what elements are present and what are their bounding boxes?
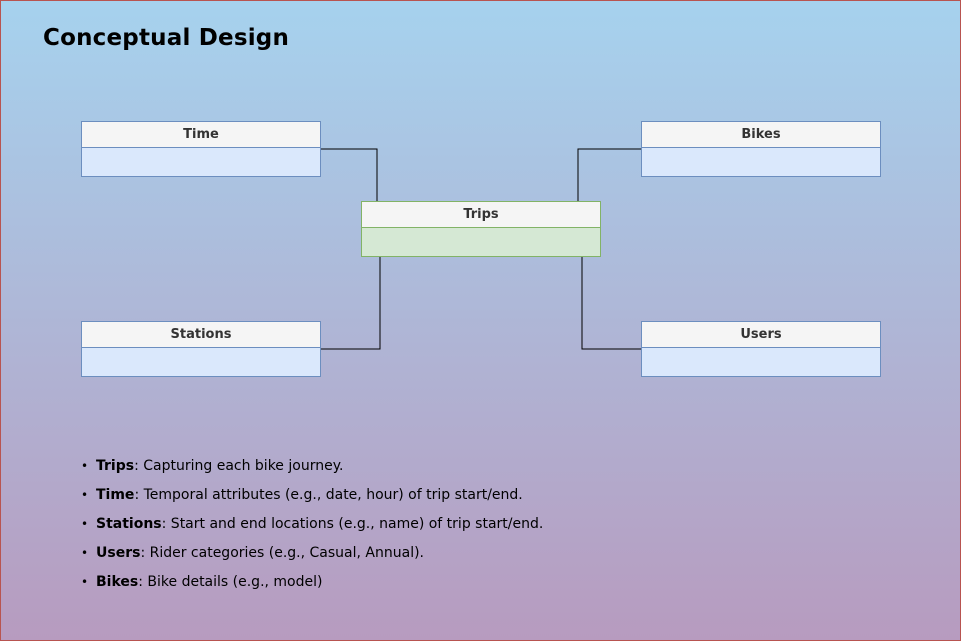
entity-trips[interactable]: Trips: [361, 201, 601, 257]
notes-list: • Trips: Capturing each bike journey. • Ti…: [81, 453, 543, 598]
entity-bikes[interactable]: Bikes: [641, 121, 881, 177]
list-item: • Time: Temporal attributes (e.g., date, …: [81, 482, 543, 511]
note-desc: : Bike details (e.g., model): [138, 574, 323, 590]
entity-time[interactable]: Time: [81, 121, 321, 177]
note-term: Bikes: [96, 574, 139, 590]
bullet-icon: •: [81, 546, 89, 560]
list-item: • Users: Rider categories (e.g., Casual, …: [81, 540, 543, 569]
note-desc: : Start and end locations (e.g., name) o…: [161, 516, 544, 532]
entity-stations[interactable]: Stations: [81, 321, 321, 377]
connector-users-trips: [581, 257, 641, 350]
connector-time-trips: [321, 148, 378, 201]
note-desc: : Temporal attributes (e.g., date, hour)…: [134, 487, 523, 503]
connector-stations-trips: [321, 257, 381, 350]
entity-trips-header: Trips: [362, 202, 600, 228]
bullet-icon: •: [81, 488, 89, 502]
list-item: • Stations: Start and end locations (e.g.…: [81, 511, 543, 540]
bullet-icon: •: [81, 575, 89, 589]
connector-bikes-trips: [577, 148, 641, 201]
bullet-icon: •: [81, 459, 89, 473]
entity-users[interactable]: Users: [641, 321, 881, 377]
entity-users-header: Users: [642, 322, 880, 348]
note-term: Users: [96, 545, 141, 561]
list-item: • Bikes: Bike details (e.g., model): [81, 569, 543, 598]
note-desc: : Rider categories (e.g., Casual, Annual…: [140, 545, 424, 561]
list-item: • Trips: Capturing each bike journey.: [81, 453, 543, 482]
entity-bikes-header: Bikes: [642, 122, 880, 148]
bullet-icon: •: [81, 517, 89, 531]
page-title: Conceptual Design: [43, 25, 290, 51]
note-term: Trips: [96, 458, 135, 474]
note-term: Stations: [96, 516, 162, 532]
entity-stations-header: Stations: [82, 322, 320, 348]
note-term: Time: [96, 487, 135, 503]
entity-time-header: Time: [82, 122, 320, 148]
note-desc: : Capturing each bike journey.: [134, 458, 344, 474]
